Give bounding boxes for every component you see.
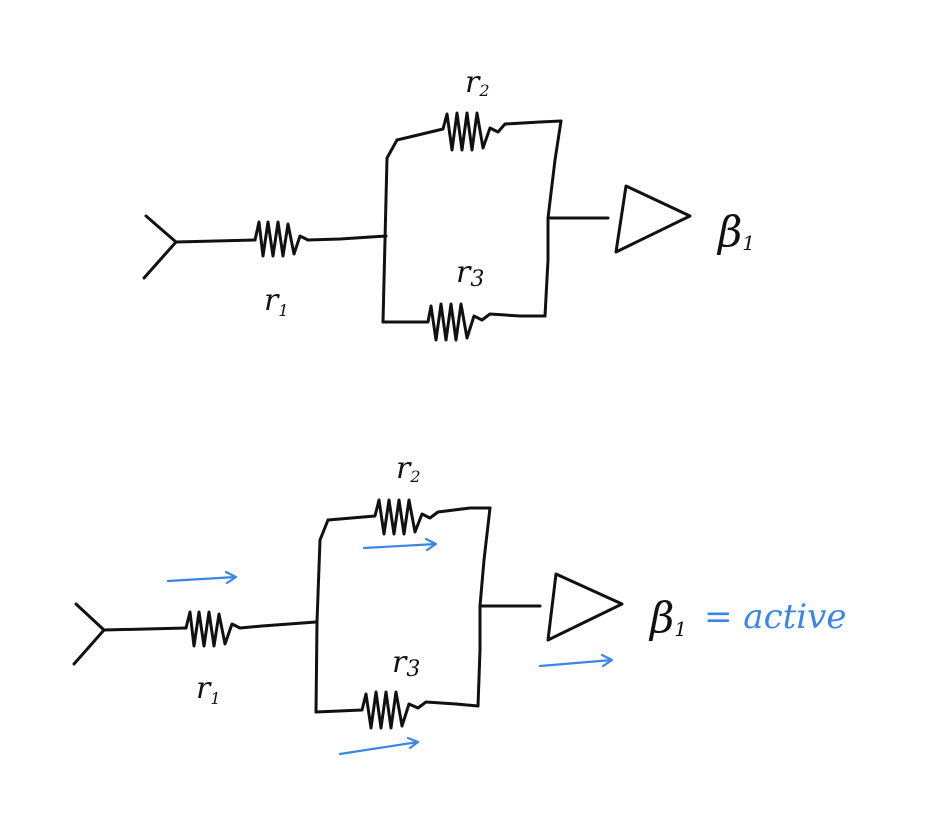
flow-arrow-r2-icon <box>362 537 438 552</box>
top-label-beta1: β1 <box>716 207 755 256</box>
bottom-label-beta1: β1 <box>648 593 687 642</box>
bottom-amplifier-triangle <box>546 572 624 642</box>
bottom-circuit: r2 r1 r3 β1 = active <box>72 451 846 756</box>
top-input-fork <box>142 214 257 280</box>
flow-arrows <box>166 537 614 756</box>
bottom-resistor-r1 <box>184 610 318 648</box>
bottom-label-r1: r1 <box>196 671 221 708</box>
top-label-r2: r2 <box>465 65 490 100</box>
flow-arrow-r3-icon <box>338 736 420 756</box>
top-amplifier-triangle <box>614 184 692 254</box>
bottom-label-r2: r2 <box>396 451 421 486</box>
bottom-left-rail <box>314 518 330 714</box>
top-left-rail <box>381 138 399 324</box>
bottom-input-fork <box>72 602 188 666</box>
bottom-resistor-r2 <box>326 498 492 536</box>
top-resistor-r1 <box>253 220 388 258</box>
bottom-label-active-annotation: = active <box>704 597 846 637</box>
top-label-r3: r3 <box>456 255 484 292</box>
top-label-r1: r1 <box>264 283 289 320</box>
top-resistor-r2 <box>395 111 563 152</box>
flow-arrow-output-icon <box>538 653 614 668</box>
top-resistor-r3 <box>381 302 547 342</box>
top-circuit: r2 r1 r3 β1 <box>142 65 755 342</box>
flow-arrow-input-icon <box>166 570 238 585</box>
bottom-label-r3: r3 <box>392 645 420 682</box>
bottom-resistor-r3 <box>314 690 480 730</box>
